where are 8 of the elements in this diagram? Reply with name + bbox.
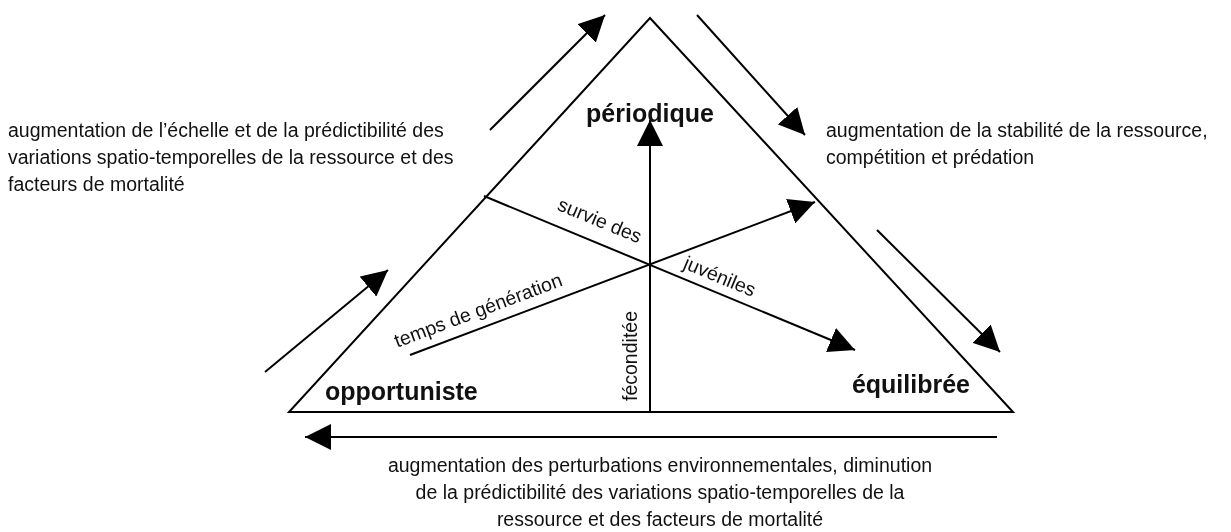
- axis-label: féconditée: [620, 311, 640, 401]
- annotation-text: augmentation de l’échelle et de la prédictibilité des variations spatio-temporelles de la ressource et des facteurs de mortalité: [8, 118, 455, 197]
- corner-label: opportuniste: [325, 377, 478, 406]
- axis-label: survie des: [555, 193, 645, 247]
- corner-label: périodique: [586, 99, 714, 128]
- corner-label: équilibrée: [851, 370, 970, 399]
- annotation-text: augmentation des perturbations environnementales, diminution de la prédictibilité des variations spatio-temporelles de la ressource et des facteurs de mortalité: [386, 453, 934, 532]
- annotation-text: augmentation de la stabilité de la ressource, compétition et prédation: [826, 118, 1209, 170]
